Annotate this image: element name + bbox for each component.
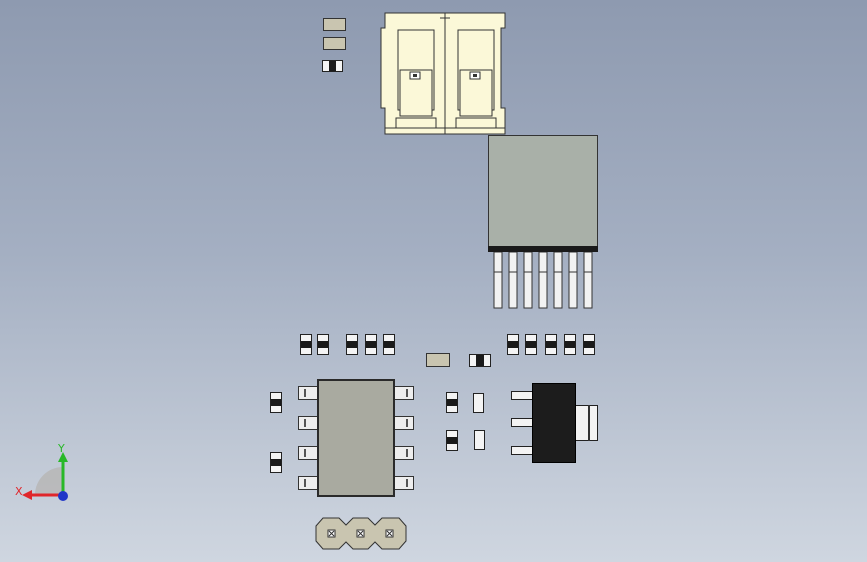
- smd-cap-8[interactable]: [545, 334, 557, 355]
- smd-cap-1[interactable]: [300, 334, 312, 355]
- smd-cap-4[interactable]: [365, 334, 377, 355]
- soic-lead-6: [394, 416, 414, 430]
- smd-resistor-top[interactable]: [322, 60, 343, 72]
- jst-connector[interactable]: [378, 12, 508, 136]
- smd-resistor-mid[interactable]: [469, 354, 491, 367]
- smd-cap-5[interactable]: [383, 334, 395, 355]
- axis-y-label: Y: [58, 442, 65, 455]
- soic-lead-2: [298, 416, 318, 430]
- to220-body[interactable]: [488, 135, 598, 248]
- smd-cap-mid-2[interactable]: [446, 430, 458, 451]
- to220-pins: [488, 251, 598, 310]
- smd-cap-3[interactable]: [346, 334, 358, 355]
- sot-lead-2: [511, 418, 534, 427]
- sot-tab: [574, 405, 598, 441]
- soic-lead-3: [298, 446, 318, 460]
- smd-cap-6[interactable]: [507, 334, 519, 355]
- sot223-transistor[interactable]: [532, 383, 576, 463]
- smd-cap-9[interactable]: [564, 334, 576, 355]
- smd-cap-left-2[interactable]: [270, 452, 282, 473]
- axis-x-label: X: [15, 485, 23, 498]
- smd-cap-7[interactable]: [525, 334, 537, 355]
- smd-cap-10[interactable]: [583, 334, 595, 355]
- header-3pin[interactable]: [315, 517, 407, 550]
- pad-mid-2[interactable]: [474, 430, 485, 450]
- to220-base: [488, 246, 598, 252]
- sot-lead-1: [511, 391, 534, 400]
- coordinate-triad: Y X: [14, 442, 76, 506]
- beige-chip-2[interactable]: [323, 37, 346, 50]
- beige-chip-3[interactable]: [426, 353, 450, 367]
- sot-lead-3: [511, 446, 534, 455]
- smd-cap-2[interactable]: [317, 334, 329, 355]
- soic-lead-4: [298, 476, 318, 490]
- soic-lead-7: [394, 446, 414, 460]
- smd-cap-left-1[interactable]: [270, 392, 282, 413]
- pad-mid-1[interactable]: [473, 393, 484, 413]
- soic-lead-8: [394, 476, 414, 490]
- soic8-ic[interactable]: [317, 379, 395, 497]
- sot-tab-inner: [588, 405, 590, 441]
- beige-chip-1[interactable]: [323, 18, 346, 31]
- soic-lead-1: [298, 386, 318, 400]
- smd-cap-mid-1[interactable]: [446, 392, 458, 413]
- soic-lead-5: [394, 386, 414, 400]
